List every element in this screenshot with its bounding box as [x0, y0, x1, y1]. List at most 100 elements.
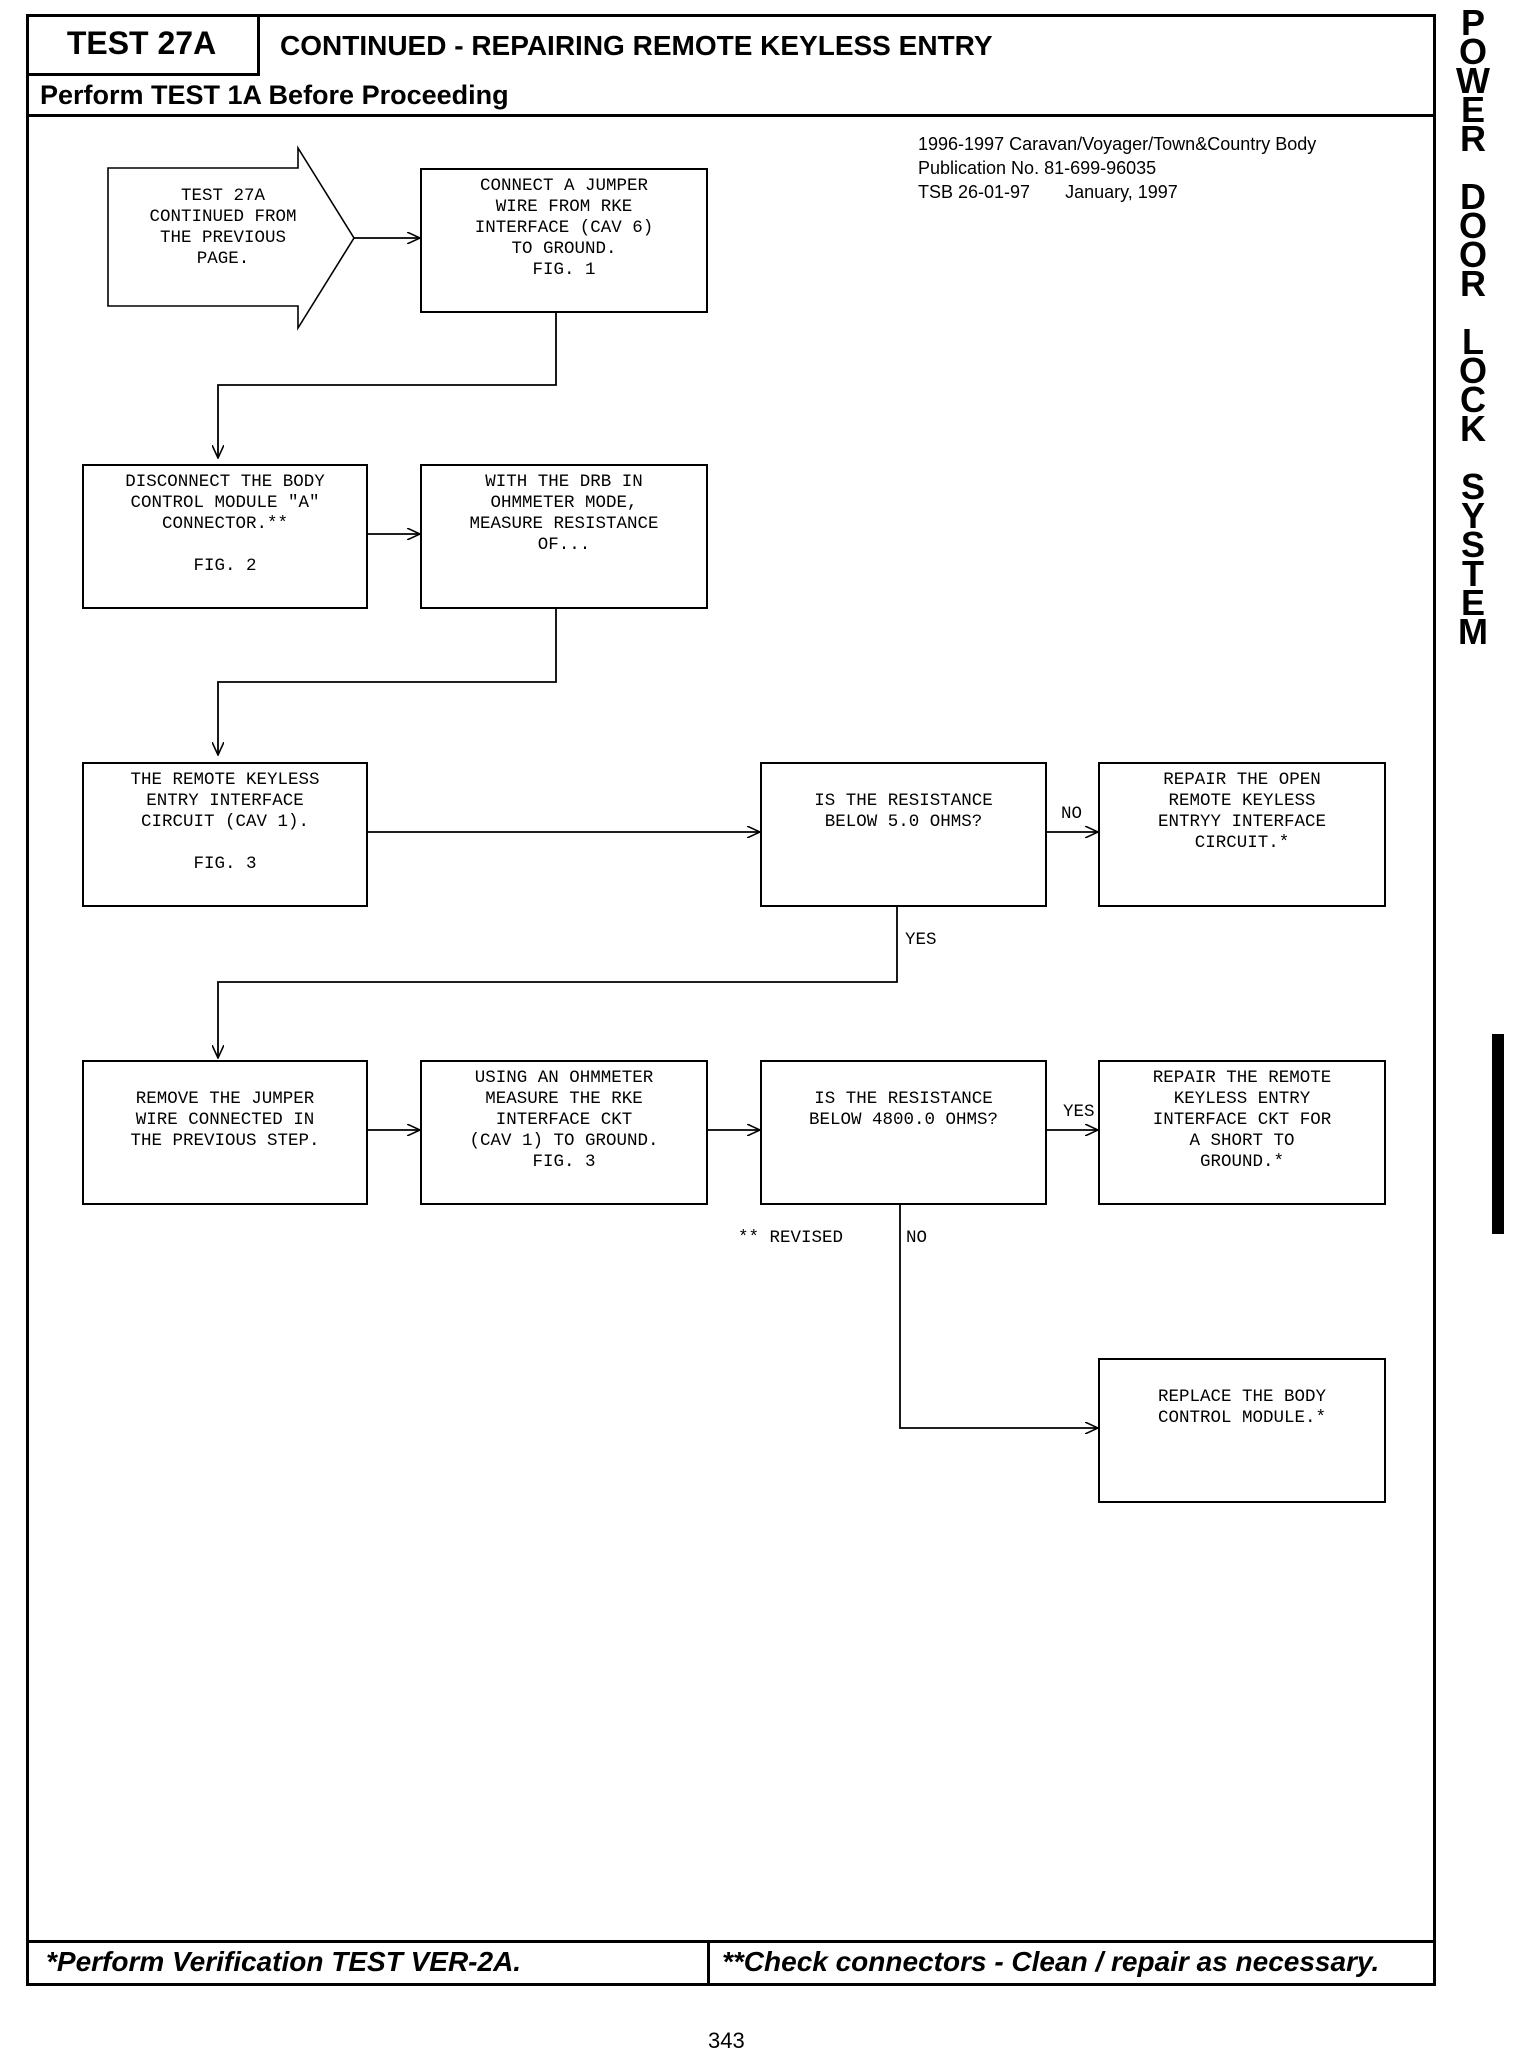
- start-text-line: PAGE.: [196, 249, 250, 269]
- step-text-line: USING AN OHMMETER: [474, 1068, 654, 1088]
- publication-line-2: Publication No. 81-699-96035: [918, 158, 1157, 178]
- publication-info: 1996-1997 Caravan/Voyager/Town&Country B…: [918, 132, 1316, 204]
- side-title-letter: S: [1460, 524, 1485, 565]
- page-subtitle: Perform TEST 1A Before Proceeding: [40, 80, 509, 110]
- start-text-line: TEST 27A: [180, 186, 265, 206]
- step-text-line: CIRCUIT (CAV 1).: [140, 812, 310, 832]
- step-text-line: WIRE FROM RKE: [495, 197, 633, 217]
- side-title-letter: O: [1458, 31, 1487, 72]
- step-text-line: WITH THE DRB IN: [485, 472, 643, 492]
- side-title-letter: T: [1462, 553, 1484, 594]
- step-text-line: [84, 1068, 366, 1089]
- step-text-line: CONNECTOR.**: [161, 514, 289, 534]
- step-text-line: KEYLESS ENTRY: [1173, 1089, 1311, 1109]
- step-text-line: FIG. 2: [193, 556, 257, 576]
- yes-label-5ohm: YES: [905, 930, 937, 950]
- start-arrow-shape: [107, 145, 355, 331]
- revised-note: ** REVISED: [738, 1228, 844, 1248]
- footer-divider: [26, 1940, 1436, 1943]
- step-text-line: (CAV 1) TO GROUND.: [469, 1131, 659, 1151]
- publication-line-3: TSB 26-01-97 January, 1997: [918, 182, 1178, 202]
- side-title-letter: R: [1460, 263, 1486, 304]
- step-text-line: CONNECT A JUMPER: [479, 176, 649, 196]
- step-text-line: [762, 1068, 1045, 1089]
- step-text-line: INTERFACE (CAV 6): [474, 218, 654, 238]
- step-text-line: REPAIR THE REMOTE: [1152, 1068, 1332, 1088]
- yes-label-4800: YES: [1063, 1102, 1095, 1122]
- header-divider: [26, 114, 1436, 117]
- step-text-line: [762, 770, 1045, 791]
- step-text-line: CONTROL MODULE "A": [130, 493, 320, 513]
- page-number: 343: [708, 2028, 745, 2053]
- step-text-line: WIRE CONNECTED IN: [135, 1110, 315, 1130]
- step-text-line: IS THE RESISTANCE: [814, 1089, 993, 1109]
- step-text-line: GROUND.*: [1199, 1152, 1284, 1172]
- step-text-line: BELOW 4800.0 OHMS?: [808, 1110, 999, 1130]
- start-text-line: CONTINUED FROM: [149, 207, 297, 227]
- side-title-letter: E: [1460, 89, 1485, 130]
- page-frame: [26, 14, 1436, 1986]
- step-text-line: ENTRYY INTERFACE: [1157, 812, 1327, 832]
- footer-separator: [707, 1940, 710, 1986]
- test-id: TEST 27A: [26, 14, 260, 76]
- side-title-letter: O: [1458, 234, 1487, 275]
- step-text-line: CIRCUIT.*: [1194, 833, 1290, 853]
- step-text-line: DISCONNECT THE BODY: [125, 472, 325, 492]
- step-text-line: BELOW 5.0 OHMS?: [824, 812, 983, 832]
- side-title-letter: S: [1460, 466, 1485, 507]
- step-text-line: IS THE RESISTANCE: [814, 791, 993, 811]
- step-text-line: ENTRY INTERFACE: [146, 791, 304, 811]
- side-title-letter: M: [1458, 611, 1488, 652]
- footer-right-note: **Check connectors - Clean / repair as n…: [722, 1946, 1380, 1977]
- step-text-line: THE PREVIOUS STEP.: [130, 1131, 320, 1151]
- step-text-line: OF...: [537, 535, 591, 555]
- side-title-letter: E: [1460, 582, 1485, 623]
- no-label-4800: NO: [906, 1228, 928, 1248]
- step-text-line: THE REMOTE KEYLESS: [130, 770, 320, 790]
- step-text-line: INTERFACE CKT FOR: [1152, 1110, 1332, 1130]
- start-text-line: THE PREVIOUS: [159, 228, 287, 248]
- side-title-letter: C: [1460, 379, 1486, 420]
- step-text-line: A SHORT TO: [1189, 1131, 1295, 1151]
- step-text-line: [1100, 1366, 1384, 1387]
- side-title-letter: O: [1458, 205, 1487, 246]
- step-text-line: FIG. 3: [193, 854, 257, 874]
- step-text-line: INTERFACE CKT: [495, 1110, 633, 1130]
- side-title-letter: O: [1458, 350, 1487, 391]
- publication-line-1: 1996-1997 Caravan/Voyager/Town&Country B…: [918, 134, 1317, 154]
- page-title: CONTINUED - REPAIRING REMOTE KEYLESS ENT…: [280, 30, 993, 61]
- footer-left-note: *Perform Verification TEST VER-2A.: [46, 1946, 522, 1977]
- step-text-line: OHMMETER MODE,: [490, 493, 638, 513]
- side-title-letter: D: [1460, 176, 1486, 217]
- side-title-letter: R: [1460, 118, 1486, 159]
- side-title-letter: K: [1460, 408, 1486, 449]
- step-text-line: [84, 535, 366, 556]
- no-label-5ohm: NO: [1061, 804, 1083, 824]
- step-text-line: REPLACE THE BODY: [1157, 1387, 1327, 1407]
- side-title-letter: W: [1456, 60, 1490, 101]
- step-text-line: [84, 833, 366, 854]
- step-text-line: MEASURE THE RKE: [485, 1089, 643, 1109]
- section-marker-bar: [1492, 1034, 1504, 1234]
- step-text-line: REMOTE KEYLESS: [1168, 791, 1316, 811]
- side-title-letter: L: [1462, 321, 1484, 362]
- step-text-line: CONTROL MODULE.*: [1157, 1408, 1327, 1428]
- step-text-line: FIG. 3: [532, 1152, 596, 1172]
- side-title-letter: P: [1460, 2, 1485, 43]
- step-text-line: MEASURE RESISTANCE: [469, 514, 659, 534]
- step-text-line: FIG. 1: [532, 260, 596, 280]
